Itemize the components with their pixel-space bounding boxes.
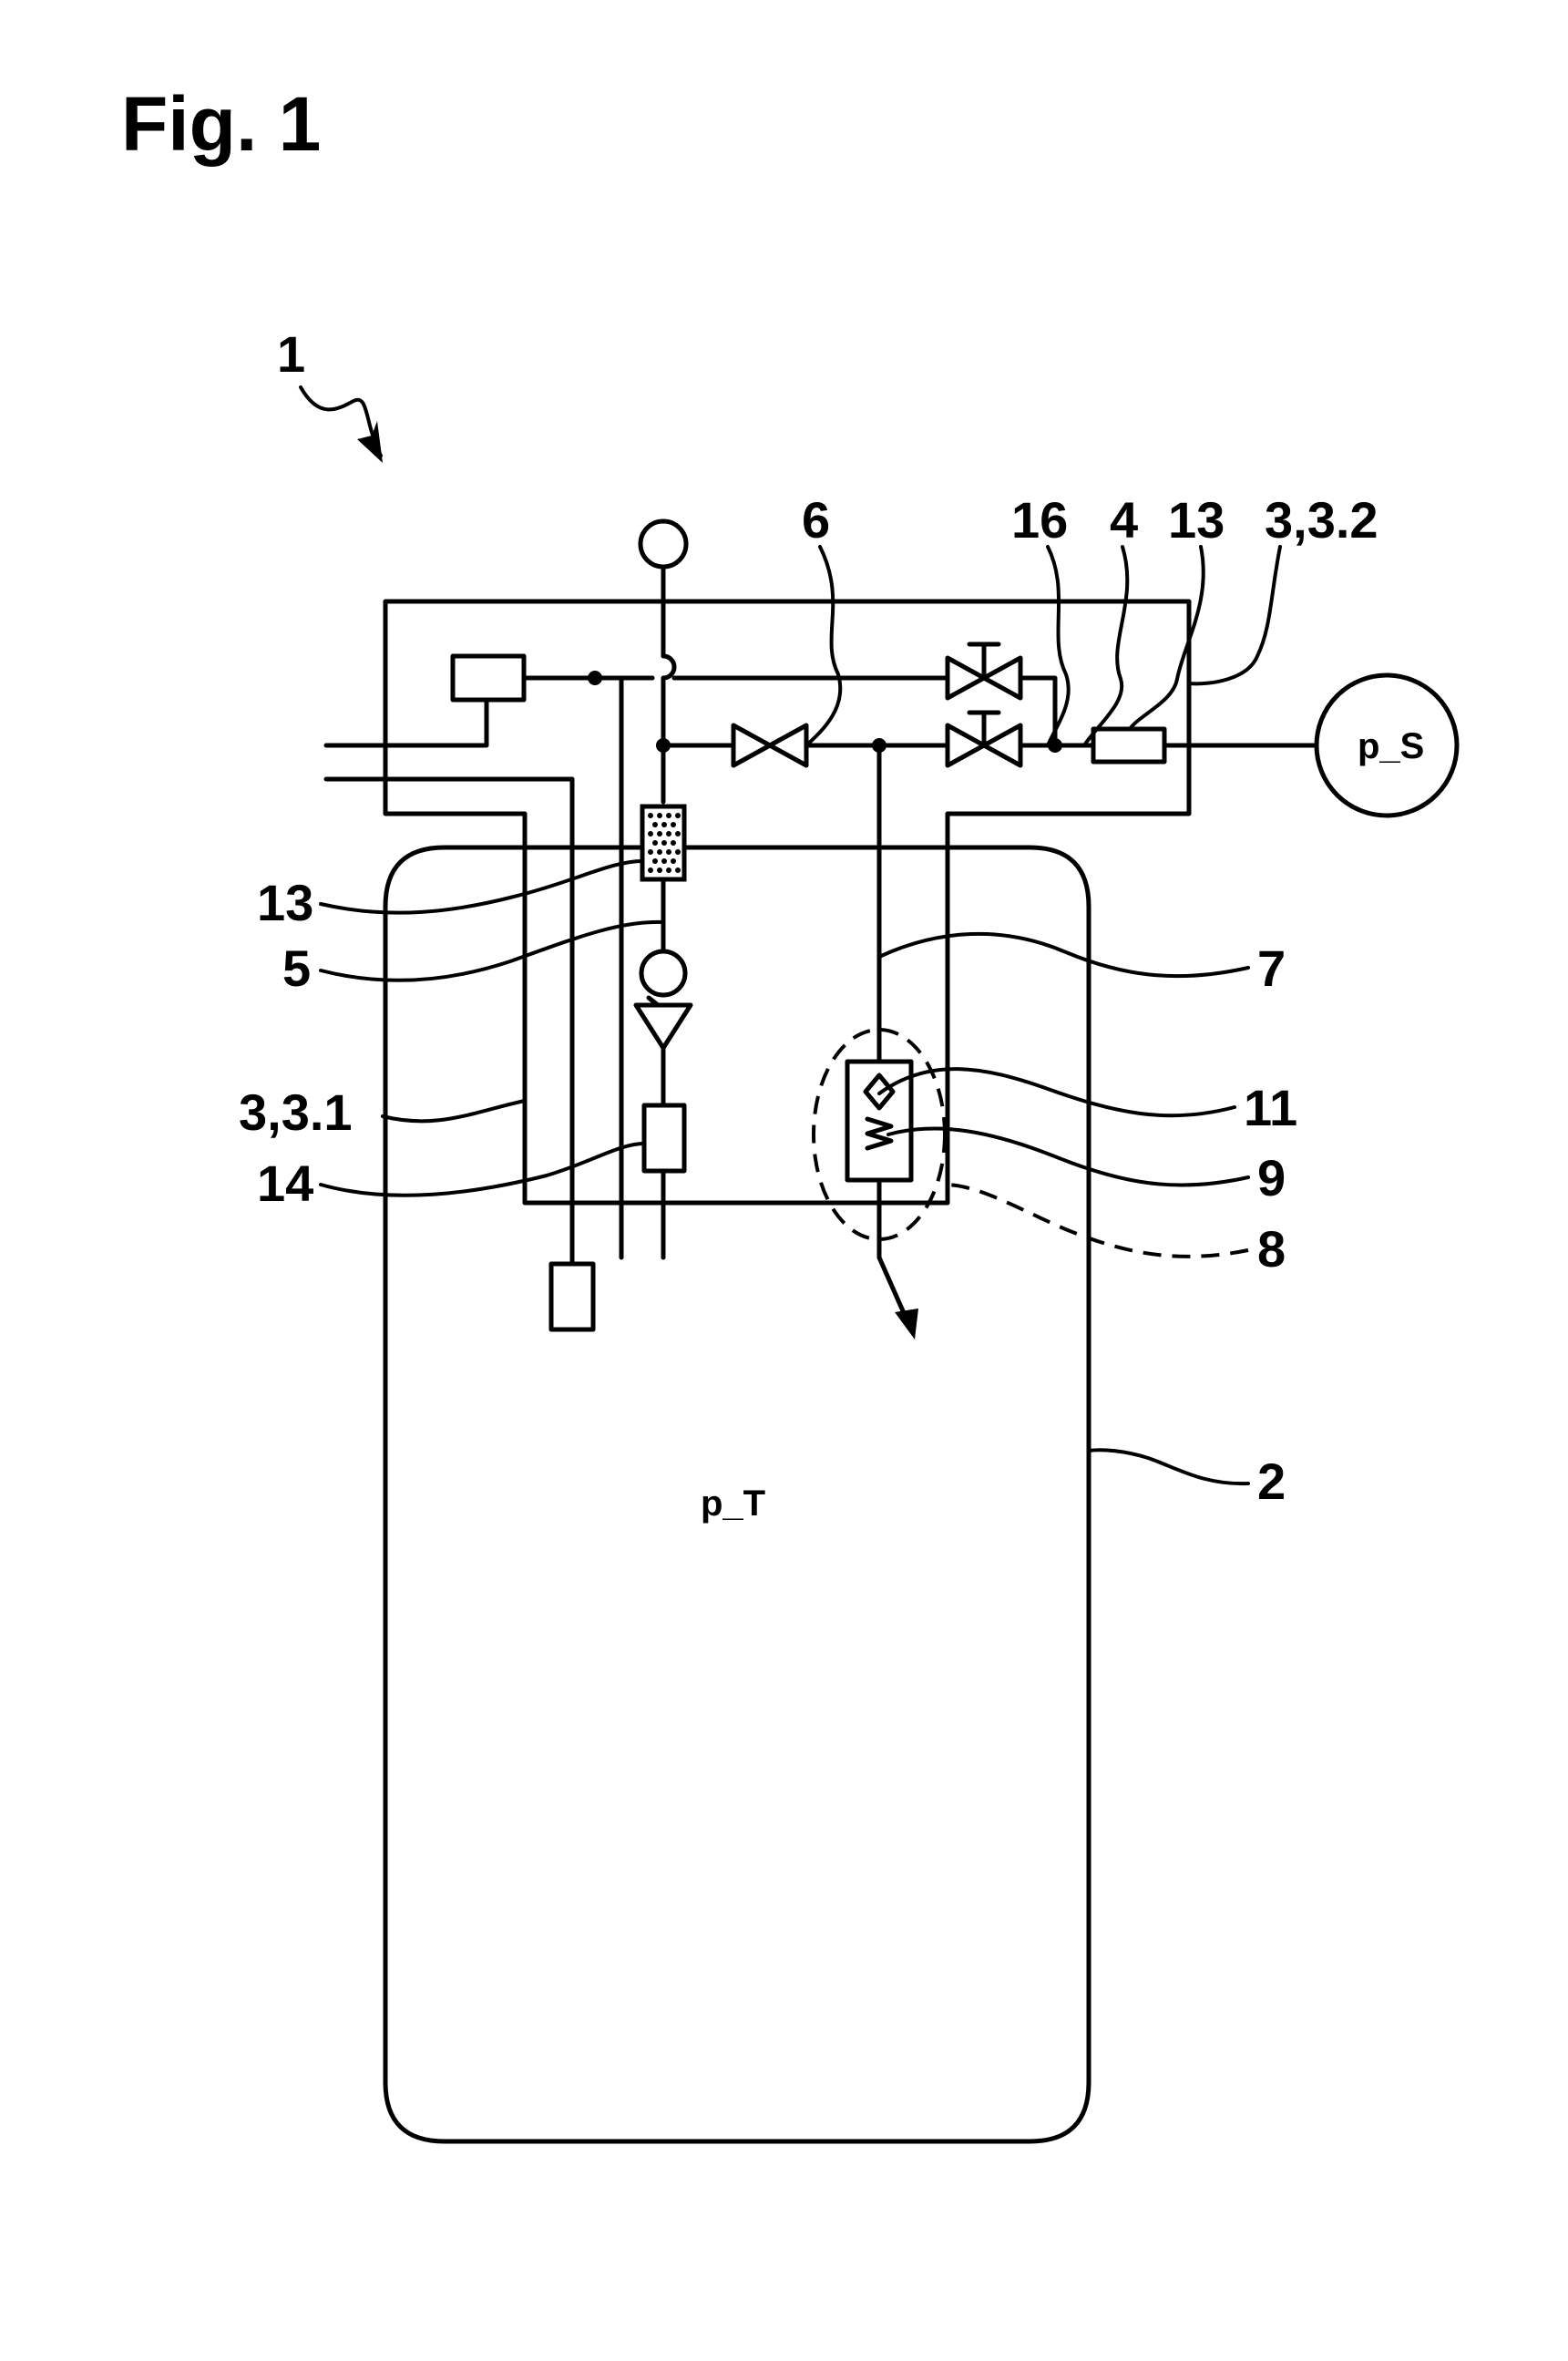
supply-pressure-label: p_S [1358, 726, 1424, 766]
label-5: 5 [282, 939, 311, 997]
check-valve-ball [639, 949, 688, 998]
leader-6 [804, 545, 843, 747]
figure-title: Fig. 1 [121, 81, 321, 167]
top-gauge-symbol [638, 518, 689, 570]
label-4: 4 [1110, 491, 1138, 549]
region-8-outline [812, 1028, 947, 1241]
relief-valve-spring [865, 1116, 894, 1151]
leader-16 [1046, 545, 1071, 747]
valve-6 [731, 723, 809, 768]
leader-9 [886, 1126, 1250, 1187]
supply-pressure-symbol [1314, 672, 1460, 818]
leader-2 [1087, 1448, 1250, 1486]
leader-1 [299, 385, 383, 457]
junction-lower-left [656, 738, 671, 753]
label-13-top: 13 [1168, 491, 1225, 549]
filter-13-left [640, 804, 687, 882]
manual-valve-lower [945, 710, 1023, 768]
label-8: 8 [1257, 1220, 1286, 1278]
label-14: 14 [257, 1155, 313, 1212]
manual-valve-upper [945, 642, 1023, 701]
vent-arrow-head [895, 1309, 918, 1340]
label-13-left: 13 [257, 874, 313, 931]
leader-3-3-1 [381, 1099, 527, 1124]
upper-line-return [1018, 675, 1058, 748]
leader-13-left [319, 859, 644, 915]
label-1: 1 [277, 325, 305, 383]
valve-housing-outline [383, 599, 1192, 1206]
external-line-2 [323, 776, 575, 1267]
tank-outline [383, 845, 1091, 2144]
leader-7 [877, 931, 1250, 979]
level-sensor-box [548, 1261, 596, 1332]
filter-13-top [1091, 726, 1167, 765]
element-14 [641, 1103, 687, 1174]
leader-11 [877, 1067, 1236, 1118]
external-line-1 [323, 697, 489, 748]
leader-14 [319, 1142, 646, 1197]
label-2: 2 [1257, 1453, 1286, 1510]
label-7: 7 [1257, 939, 1286, 997]
leader-3-3-2 [1187, 545, 1282, 686]
system-reference: 1 [277, 325, 383, 463]
reference-labels: 6 16 4 13 3,3.2 13 5 3,3.1 14 7 11 9 8 2 [239, 491, 1378, 1510]
leader-5 [319, 919, 665, 982]
label-3-3-2: 3,3.2 [1265, 491, 1378, 549]
junction-upper [588, 671, 602, 685]
label-11: 11 [1244, 1079, 1297, 1136]
leader-13-top [1128, 545, 1205, 731]
label-9: 9 [1257, 1149, 1286, 1206]
solenoid-box [450, 653, 527, 703]
check-valve-seat [633, 1002, 693, 1051]
vertical-line-5 [661, 564, 677, 805]
vent-line [876, 1177, 910, 1324]
label-16: 16 [1011, 491, 1068, 549]
tank-pressure-label: p_T [701, 1483, 765, 1524]
arrow-head-1 [357, 421, 383, 463]
leader-4 [1082, 545, 1130, 747]
leader-8 [944, 1183, 1249, 1258]
label-3-3-1: 3,3.1 [239, 1083, 353, 1141]
label-6: 6 [802, 491, 830, 549]
